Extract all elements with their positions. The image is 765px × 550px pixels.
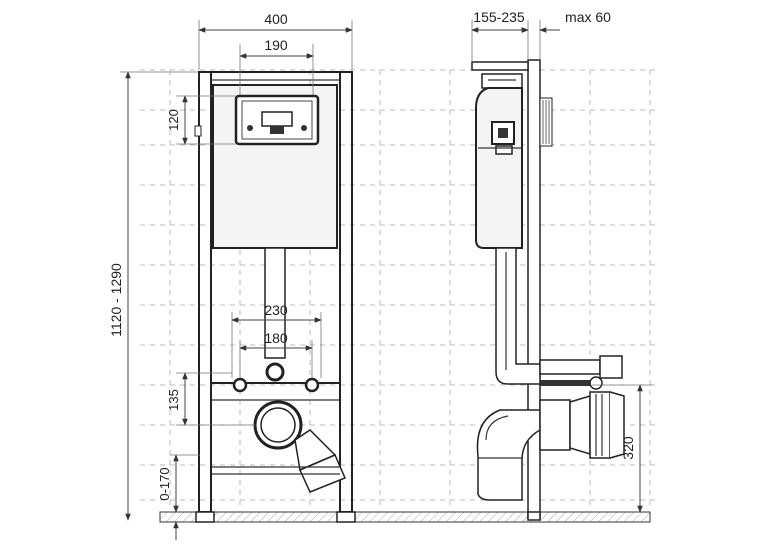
- floor-line: [159, 511, 651, 523]
- inlet-connector: [599, 355, 623, 379]
- side-view: [471, 59, 625, 521]
- dim-label-135: 135: [166, 389, 181, 411]
- wall: [527, 59, 541, 519]
- background-grid: [140, 69, 660, 510]
- dim-label-total-height: 1120 - 1290: [108, 263, 124, 337]
- outlet-elbow: [476, 409, 541, 501]
- dim-label-320: 320: [620, 436, 636, 460]
- top-bracket: [471, 61, 529, 71]
- drain-pipe: [264, 247, 286, 359]
- dim-label-230: 230: [264, 302, 288, 318]
- side-drain-pipe: [495, 247, 541, 385]
- cistern-side: [475, 87, 523, 249]
- flush-mechanism-icon: [261, 111, 293, 127]
- frame-left-post: [198, 71, 212, 513]
- front-dimensions: 400 190 120 230 180 135 0-170: [108, 11, 353, 540]
- dim-label-155-235: 155-235: [473, 9, 525, 25]
- water-inlet: [265, 362, 285, 382]
- frame-right-foot: [336, 511, 356, 523]
- side-dimensions: 155-235 max 60 320: [471, 9, 652, 513]
- dim-label-190: 190: [264, 37, 288, 53]
- frame-left-foot: [195, 511, 215, 523]
- dim-label-180: 180: [264, 330, 288, 346]
- front-view: [194, 71, 356, 523]
- dim-label-max-60: max 60: [565, 9, 611, 25]
- dim-label-120: 120: [166, 109, 181, 131]
- bowl-connector: [539, 399, 571, 451]
- dim-label-400: 400: [264, 11, 288, 27]
- stud-right: [304, 377, 320, 393]
- stud-left: [232, 377, 248, 393]
- dim-label-0-170: 0-170: [157, 467, 172, 500]
- frame-right-post: [339, 71, 353, 513]
